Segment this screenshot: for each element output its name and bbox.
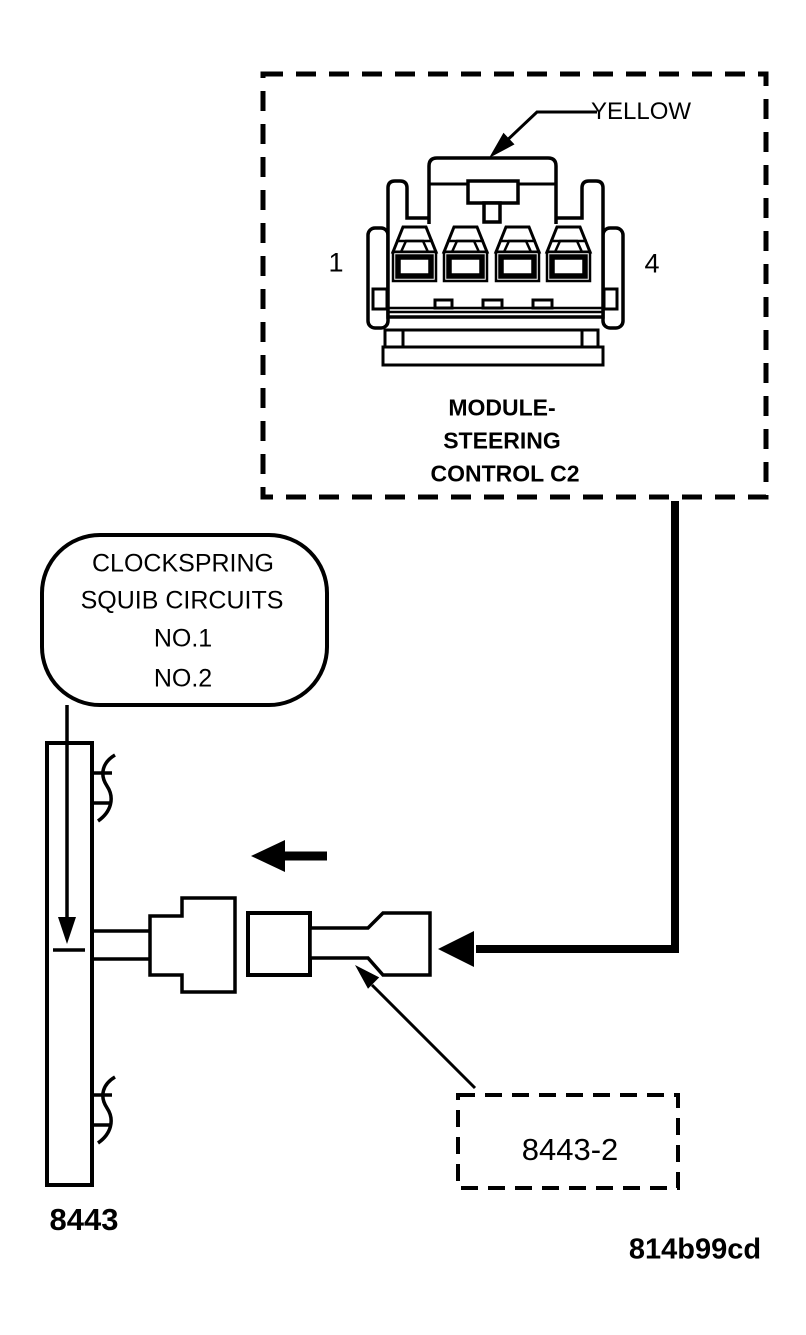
wire-stubs xyxy=(92,929,150,961)
connector-caption-line-1: MODULE- xyxy=(448,394,556,421)
housing-band xyxy=(383,328,600,349)
figure-id-label: 814b99cd xyxy=(628,1233,762,1266)
yellow-leader-arrow xyxy=(489,110,597,158)
inline-connector-male xyxy=(246,911,432,977)
squib-wire xyxy=(438,501,679,967)
cap-lock-stem xyxy=(482,201,502,224)
disconnect-direction-arrow-icon xyxy=(251,840,327,872)
connector-number-label: 8443 xyxy=(49,1202,119,1237)
index-tab-1 xyxy=(433,298,454,310)
housing-band-ticks xyxy=(401,330,584,347)
pin-1-label: 1 xyxy=(328,247,344,278)
clockspring-bubble xyxy=(40,533,329,707)
wire-break-symbol-top xyxy=(92,753,116,823)
housing-base xyxy=(381,345,605,367)
connector-face-drawing xyxy=(366,156,625,367)
tool-pointer-arrow xyxy=(355,965,477,1090)
index-tab-3 xyxy=(531,298,554,310)
connector-right-flange xyxy=(601,226,625,330)
special-tool-label: 8443-2 xyxy=(521,1132,619,1167)
wire-break-symbol-bottom xyxy=(92,1075,116,1145)
cap-lock-bar xyxy=(466,179,520,205)
special-tool-dashed-box xyxy=(456,1093,680,1190)
right-flange-window xyxy=(602,287,619,311)
connector-caption-line-2: STEERING xyxy=(443,427,561,454)
connector-body xyxy=(386,179,605,319)
terminal-cavity-1 xyxy=(390,225,439,283)
terminal-cavity-2 xyxy=(441,225,490,283)
inline-connector-female xyxy=(148,896,237,994)
clockspring-label-line-3: NO.1 xyxy=(153,624,213,653)
connector-cap xyxy=(427,156,558,224)
connector-caption-line-3: CONTROL C2 xyxy=(430,460,580,487)
terminal-cavity-4 xyxy=(544,225,593,283)
terminal-cavity-3 xyxy=(493,225,542,283)
clockspring-label-line-2: SQUIB CIRCUITS xyxy=(80,586,284,615)
bubble-pointer-arrow xyxy=(53,705,85,952)
left-flange-window xyxy=(371,287,389,311)
wire-arrowhead-icon xyxy=(438,931,474,967)
wire-color-label: YELLOW xyxy=(590,98,692,125)
clockspring-connector-bar xyxy=(45,741,94,1187)
connector-left-flange xyxy=(366,226,390,330)
clockspring-label-line-1: CLOCKSPRING xyxy=(92,549,274,578)
clockspring-label-line-4: NO.2 xyxy=(153,664,213,693)
index-tab-2 xyxy=(481,298,504,310)
pin-4-label: 4 xyxy=(644,248,660,279)
